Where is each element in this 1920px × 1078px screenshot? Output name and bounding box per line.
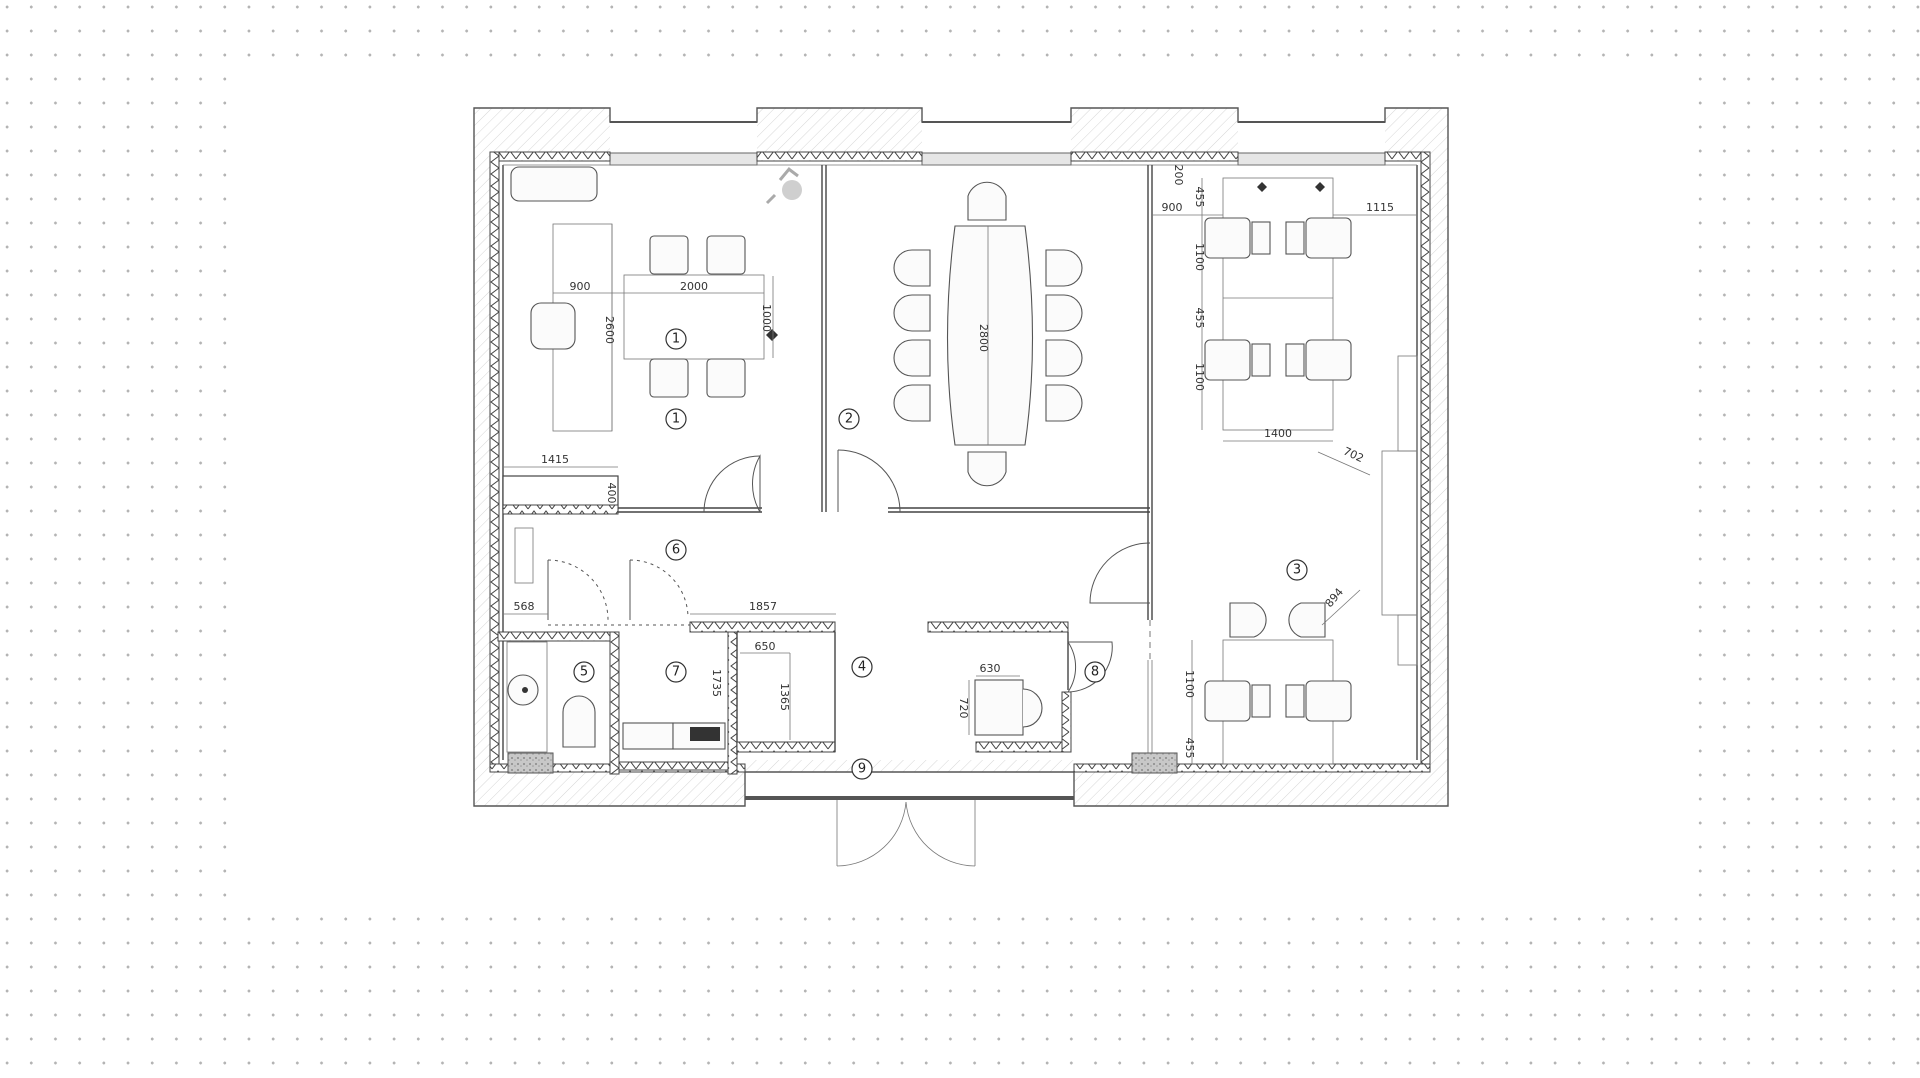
dim-table-length: 2000 (680, 280, 708, 293)
svg-text:3: 3 (1293, 563, 1301, 578)
dim-reception-width: 630 (980, 662, 1001, 675)
dim-kitchen-depth: 1735 (710, 669, 723, 697)
dim-workstation-width: 1400 (1264, 427, 1292, 440)
dim-left: 900 (1162, 201, 1183, 214)
dim-row-3: 455 (1193, 308, 1206, 329)
service-furniture (506, 527, 1043, 753)
dim-corridor-1: 568 (514, 600, 535, 613)
room-marker-2[interactable]: 2 (838, 408, 860, 430)
room-marker-8[interactable]: 8 (1084, 661, 1106, 683)
room-marker-1b[interactable]: 1 (665, 408, 687, 430)
svg-text:5: 5 (580, 665, 588, 680)
dim-conference-table: 2800 (977, 324, 990, 352)
dim-corridor-2: 1857 (749, 600, 777, 613)
svg-text:4: 4 (858, 660, 866, 675)
dim-closet-width: 650 (755, 640, 776, 653)
dim-desk-depth: 900 (570, 280, 591, 293)
room-marker-4[interactable]: 4 (851, 656, 873, 678)
dim-row-6: 455 (1183, 738, 1196, 759)
open-office-furniture (1204, 177, 1418, 765)
dim-row-5: 1100 (1183, 670, 1196, 698)
svg-text:7: 7 (672, 665, 680, 680)
conference-furniture (893, 181, 1083, 487)
dim-shelf-depth: 400 (605, 483, 618, 504)
doors (547, 449, 1151, 867)
room-marker-1[interactable]: 1 (665, 328, 687, 350)
svg-text:1: 1 (672, 412, 680, 427)
room-marker-9[interactable]: 9 (851, 758, 873, 780)
interior-partitions (497, 165, 1178, 800)
room-markers: 1 1 2 3 4 5 6 7 8 9 (573, 328, 1308, 780)
dim-reception-depth: 720 (957, 698, 970, 719)
svg-text:8: 8 (1091, 665, 1099, 680)
room-marker-5[interactable]: 5 (573, 661, 595, 683)
dim-row-1: 455 (1193, 187, 1206, 208)
dim-offset-top: 200 (1172, 165, 1185, 186)
room-marker-7[interactable]: 7 (665, 661, 687, 683)
dim-row-4: 1100 (1193, 363, 1206, 391)
svg-text:9: 9 (858, 762, 866, 777)
dimension-labels: 900 2000 1000 2600 1415 400 568 1857 650… (514, 165, 1395, 759)
dim-right: 1115 (1366, 201, 1394, 214)
room-marker-3[interactable]: 3 (1286, 559, 1308, 581)
room-marker-6[interactable]: 6 (665, 539, 687, 561)
dim-table-width: 1000 (760, 304, 773, 332)
svg-text:6: 6 (672, 543, 680, 558)
dim-row-2: 1100 (1193, 243, 1206, 271)
office-1-furniture (510, 166, 802, 432)
svg-text:1: 1 (672, 332, 680, 347)
dim-office-depth: 2600 (603, 316, 616, 344)
dim-closet-depth: 1365 (778, 683, 791, 711)
dim-shelf-length: 1415 (541, 453, 569, 466)
svg-text:2: 2 (845, 412, 853, 427)
dimension-lines (503, 178, 1417, 764)
